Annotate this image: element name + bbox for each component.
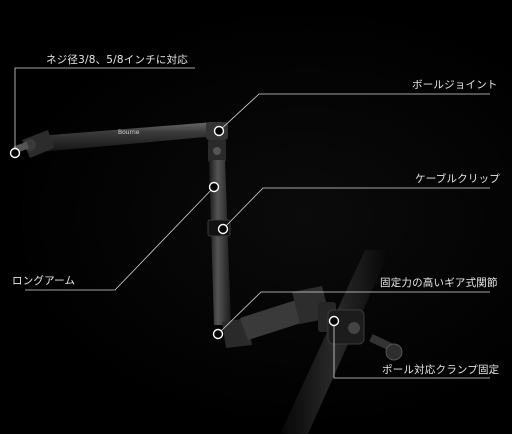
label-cable-clip: ケーブルクリップ [415,173,500,185]
hotspot-cable-clip [217,223,229,235]
gear-joint-assembly [222,286,336,348]
leader-cable-clip [222,187,490,230]
label-gear-joint: 固定力の高いギア式関節 [380,277,498,289]
hotspot-ball-joint [213,125,225,137]
hotspot-pole-clamp [328,315,340,327]
svg-text:Bourne: Bourne [118,129,140,136]
leader-thread-size [14,67,195,153]
label-long-arm: ロングアーム [12,275,76,287]
label-ball-joint: ボールジョイント [412,79,498,91]
leader-pole-clamp [333,321,490,379]
brand-logo: Bourne [118,129,140,136]
label-thread-size: ネジ径3/8、5/8インチに対応 [46,54,188,66]
leader-long-arm [25,186,215,291]
label-pole-clamp: ポール対応クランプ固定 [382,364,500,376]
hotspot-long-arm [208,181,220,193]
vertical-arm-tube [209,160,231,325]
leader-ball-joint [218,93,490,132]
hotspot-gear-joint [212,328,224,340]
hotspot-thread-size [9,147,21,159]
leader-gear-joint [217,291,490,335]
horizontal-arm-tube [38,122,216,152]
